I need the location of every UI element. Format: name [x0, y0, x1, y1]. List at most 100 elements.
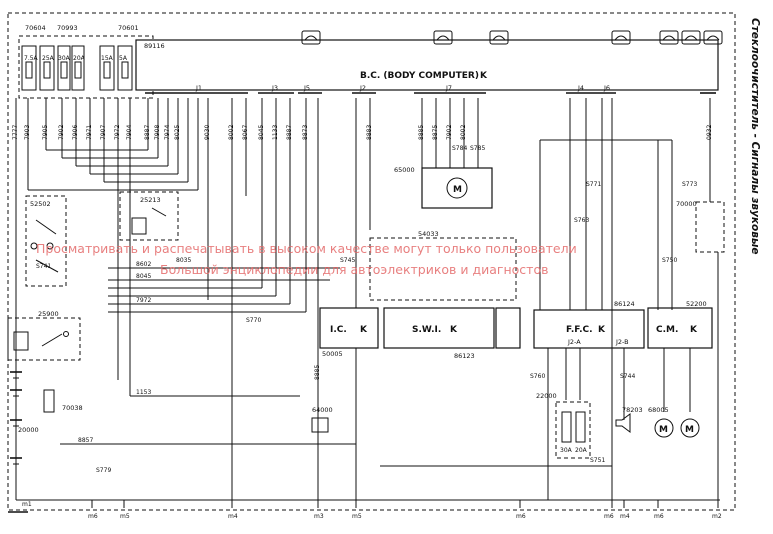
motor-m-symbol: M: [659, 425, 668, 435]
battery-20000: [10, 371, 22, 465]
wire-number: 8873: [302, 125, 309, 140]
ground-label: m6: [88, 513, 98, 520]
connector-c-box: [495, 307, 521, 349]
splice-label: S745: [340, 257, 355, 264]
ignition-switch-25900-box: [7, 317, 81, 361]
wire-number: 8883: [366, 125, 373, 140]
component-label: 22000: [536, 392, 557, 400]
component-label: 70604: [25, 24, 46, 32]
connector-label: J2-A: [567, 338, 581, 346]
wire-number: 1153: [136, 389, 151, 396]
wire-number: 0932: [706, 125, 713, 140]
connector-label: J2: [359, 84, 366, 92]
component-label: 20000: [18, 426, 39, 434]
cm-k-symbol: K: [690, 325, 698, 335]
motor-64000: [654, 418, 674, 438]
component-label: 86123: [454, 352, 475, 360]
component-label: 54033: [418, 230, 439, 238]
body-computer-label: B.C. (BODY COMPUTER): [360, 71, 479, 81]
ffc-box: [533, 309, 645, 349]
swi-label: S.W.I.: [412, 325, 441, 335]
splice-label: S763: [574, 217, 589, 224]
wire-number: 8885: [314, 365, 321, 380]
cm-box: [647, 307, 713, 349]
wire-number: 9030: [204, 125, 211, 140]
wire-bundle-horizontal: [16, 149, 720, 501]
fuse-70000-box: [555, 401, 591, 459]
wire-number: 8002: [460, 125, 467, 140]
ic-label: I.C.: [330, 325, 347, 335]
connector-54033-box: [369, 237, 517, 301]
ground-label: m5: [120, 513, 130, 520]
body-computer-k-symbol: K: [480, 71, 488, 81]
wire-number: 8857: [78, 437, 93, 444]
component-label: 52502: [30, 200, 51, 208]
splice-label: S785: [470, 145, 485, 152]
cm-label: C.M.: [656, 325, 678, 335]
wire-number: 7971: [86, 125, 93, 140]
switch-52200-box: [695, 201, 725, 253]
fuse-rating: 7.5A: [24, 55, 39, 62]
motor-symbol: [446, 177, 468, 199]
wire-number: 7972: [114, 125, 121, 140]
component-label: 86124: [614, 300, 635, 308]
component-label: 70993: [57, 24, 78, 32]
fuse-box-group: [18, 35, 154, 99]
diagram-frame: [7, 12, 736, 511]
component-label: 68005: [648, 406, 669, 414]
splice-label: S784: [452, 145, 467, 152]
wire-number: 8025: [174, 125, 181, 140]
connector-label: J3: [271, 84, 278, 92]
wire-number: 7903: [24, 125, 31, 140]
wire-number: 1133: [272, 125, 279, 140]
connector-label: J2-B: [615, 338, 629, 346]
connector-label: J6: [603, 84, 610, 92]
relay-25213-box: [119, 191, 179, 241]
component-label: 78203: [622, 406, 643, 414]
fuse-rating: 15A: [101, 55, 114, 62]
wire-number: 8067: [242, 125, 249, 140]
wire-bundle: [15, 98, 371, 500]
switch-52502-box: [25, 195, 67, 287]
motor-m-symbol: M: [453, 185, 462, 195]
side-title: Стеклоочиститель - Сигналы звуковые: [749, 18, 761, 255]
component-label: 65000: [394, 166, 415, 174]
ffc-label: F.F.C.: [566, 325, 593, 335]
fuse-70038: [43, 389, 55, 413]
connector-label: J5: [303, 84, 310, 92]
splice-labels: S784 S785 S745 S770 S741 S763 S750 S760 …: [36, 145, 697, 474]
bc-function-icons: [301, 30, 723, 45]
wiper-icon: [304, 35, 720, 41]
wire-number: 7906: [72, 125, 79, 140]
fuse-rating: 20A: [73, 55, 86, 62]
component-label: 70601: [118, 24, 139, 32]
fuse-rating: 30A: [560, 447, 573, 454]
connector-label: J1: [195, 84, 202, 92]
connector-label: J7: [445, 84, 452, 92]
ground-label: m4: [228, 513, 238, 520]
splice-label: S741: [36, 263, 51, 270]
wire-number: 8045: [258, 125, 265, 140]
body-computer-box: [135, 39, 719, 91]
component-label: 64000: [312, 406, 333, 414]
ground-label: m6: [604, 513, 614, 520]
wire-number: 8887: [144, 125, 151, 140]
wire-number: 7777: [12, 125, 19, 140]
fuse-rating: 5A: [119, 55, 128, 62]
wire-number: 7972: [136, 297, 151, 304]
wire-number: 8035: [176, 257, 191, 264]
wire-number: 7902: [58, 125, 65, 140]
component-label: 50005: [322, 350, 343, 358]
ic-box: [319, 307, 379, 349]
wire-number: 7974: [164, 125, 171, 140]
component-label: 25213: [140, 196, 161, 204]
component-label: 70000: [676, 200, 697, 208]
motor-m-symbol: M: [685, 425, 694, 435]
component-label: 89116: [144, 42, 165, 50]
ic-k-symbol: K: [360, 325, 368, 335]
component-label: 70038: [62, 404, 83, 412]
wiper-motor-65000-box: [421, 167, 493, 209]
ground-label: m6: [516, 513, 526, 520]
splice-label: S779: [96, 467, 111, 474]
